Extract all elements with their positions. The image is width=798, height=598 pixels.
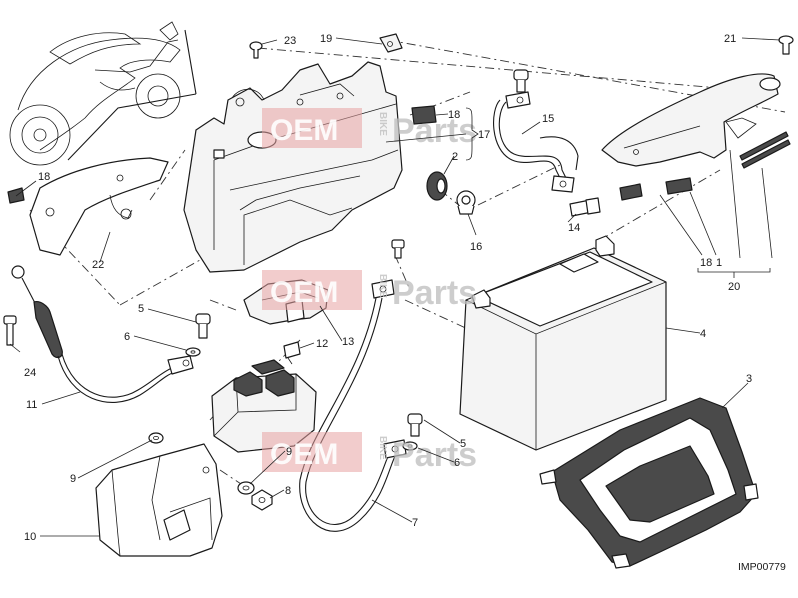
callout-5-right: 5	[460, 438, 466, 450]
part-14-bolt[interactable]	[569, 197, 601, 217]
callout-10: 10	[24, 531, 36, 543]
part-18-rubber-pad-cover-b[interactable]	[665, 177, 693, 195]
callout-18-cover: 18	[700, 257, 712, 269]
callout-18-tray: 18	[448, 109, 460, 121]
part-7-negative-cable[interactable]	[299, 239, 407, 532]
callout-13: 13	[342, 336, 354, 348]
part-5-bolt-right[interactable]	[407, 413, 423, 437]
callout-leader-lines	[9, 37, 781, 537]
callout-11: 11	[26, 399, 37, 411]
watermark-top: OEM BIKE Parts	[262, 108, 477, 150]
callout-6-right: 6	[454, 457, 460, 469]
part-19-clip-nut[interactable]	[379, 33, 403, 53]
callout-14: 14	[568, 222, 580, 234]
callout-9-left: 9	[70, 473, 76, 485]
callout-labels: 1 2 3 4 5 5 6 6 7 8 9 9 10 11 12 13 14 1…	[24, 33, 786, 573]
watermark-parts-text: Parts	[392, 274, 477, 312]
part-4-battery[interactable]	[459, 235, 667, 451]
watermark-parts-text: Parts	[392, 112, 477, 150]
part-23-screw[interactable]	[249, 41, 263, 59]
part-9-washer-left[interactable]	[148, 432, 164, 444]
callout-20: 20	[728, 281, 740, 293]
part-2-grommet[interactable]	[426, 171, 448, 201]
watermark-bike-text: BIKE	[377, 112, 388, 136]
watermark-oem-text: OEM	[270, 114, 338, 147]
callout-4: 4	[700, 328, 706, 340]
watermark-middle: OEM BIKE Parts	[262, 270, 477, 312]
part-1-adhesive-strip[interactable]	[739, 131, 791, 169]
callout-8: 8	[285, 485, 291, 497]
part-6-washer-left[interactable]	[185, 347, 201, 357]
part-5-bolt-left[interactable]	[195, 313, 211, 339]
callout-19: 19	[320, 33, 332, 45]
callout-6-left: 6	[124, 331, 130, 343]
diagram-code: IMP00779	[738, 561, 786, 573]
part-8-nut[interactable]	[251, 489, 273, 511]
watermark-parts-text: Parts	[392, 436, 477, 474]
part-11-ground-cable[interactable]	[11, 265, 194, 403]
watermark-bike-text: BIKE	[377, 274, 388, 298]
callout-7: 7	[412, 517, 418, 529]
callout-24: 24	[24, 367, 36, 379]
callout-21: 21	[724, 33, 736, 45]
part-6-washer-right[interactable]	[402, 441, 418, 451]
callout-2: 2	[452, 151, 458, 163]
watermark-oem-text: OEM	[270, 438, 338, 471]
watermark-oem-text: OEM	[270, 276, 338, 309]
part-15-positive-cable[interactable]	[493, 69, 579, 193]
callout-1: 1	[716, 257, 722, 269]
callout-15: 15	[542, 113, 554, 125]
part-20-battery-cover[interactable]	[601, 73, 781, 167]
part-9-washer-right[interactable]	[237, 481, 255, 495]
callout-17: 17	[478, 129, 490, 141]
callout-3: 3	[746, 373, 752, 385]
callout-23: 23	[284, 35, 296, 47]
part-18-rubber-pad-cover-a[interactable]	[619, 183, 643, 201]
callout-16: 16	[470, 241, 482, 253]
part-22-side-bracket[interactable]	[29, 157, 169, 256]
part-3-battery-strap[interactable]	[539, 397, 759, 569]
callout-bracket-17	[465, 107, 479, 161]
part-21-screw[interactable]	[778, 35, 794, 55]
callout-22: 22	[92, 259, 104, 271]
part-24-bolt[interactable]	[3, 315, 17, 346]
part-16-bushing[interactable]	[456, 190, 476, 215]
part-17-battery-tray[interactable]	[183, 61, 403, 273]
part-12-connector[interactable]	[283, 341, 301, 365]
callout-5-left: 5	[138, 303, 144, 315]
watermark-bottom: OEM BIKE Parts	[262, 432, 477, 474]
callout-9-right: 9	[286, 446, 292, 458]
callout-12: 12	[316, 338, 328, 350]
motorcycle-inset-illustration	[9, 21, 197, 166]
callout-18-left: 18	[38, 171, 50, 183]
part-18-rubber-pad-tray[interactable]	[411, 105, 437, 125]
part-10-relay-cover[interactable]	[95, 443, 223, 557]
watermark-bike-text: BIKE	[377, 436, 388, 460]
